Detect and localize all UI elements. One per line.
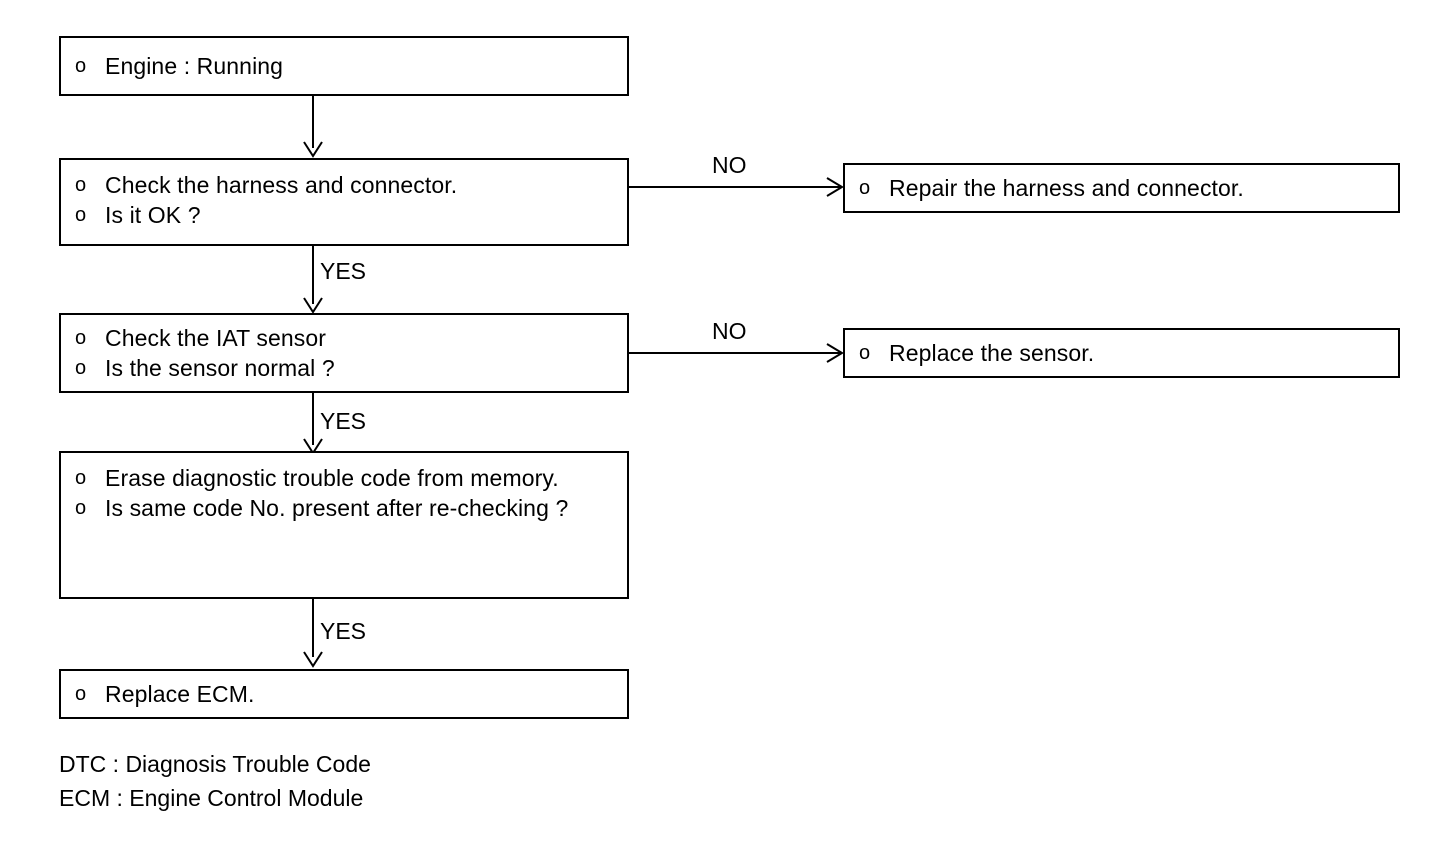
legend-ecm: ECM : Engine Control Module (59, 785, 364, 811)
connector-harness-no (629, 186, 841, 188)
flow-box-text: Is same code No. present after re-checki… (105, 495, 569, 521)
flow-box-text: Check the IAT sensor (105, 325, 327, 351)
flow-box-check-harness[interactable]: o Check the harness and connector. o Is … (59, 158, 629, 246)
flow-box-text: Engine : Running (105, 53, 284, 79)
flow-box-text: Is the sensor normal ? (105, 355, 335, 381)
flow-box-engine-running[interactable]: o Engine : Running (59, 36, 629, 96)
box-line: o Is the sensor normal ? (61, 353, 627, 383)
box-line: o Check the harness and connector. (61, 170, 627, 200)
arrowhead-right-2 (826, 343, 844, 363)
flow-box-replace-ecm[interactable]: o Replace ECM. (59, 669, 629, 719)
bullet-marker: o (75, 174, 87, 196)
flow-box-text: Replace ECM. (105, 681, 255, 707)
flow-box-erase-dtc[interactable]: o Erase diagnostic trouble code from mem… (59, 451, 629, 599)
box-line: o Erase diagnostic trouble code from mem… (61, 463, 627, 493)
flow-box-replace-sensor[interactable]: o Replace the sensor. (843, 328, 1400, 378)
edge-label-no-2: NO (712, 318, 747, 344)
flow-box-repair-harness[interactable]: o Repair the harness and connector. (843, 163, 1400, 213)
connector-harness-to-iat (312, 246, 314, 304)
flow-box-text: Is it OK ? (105, 202, 201, 228)
bullet-marker: o (75, 204, 87, 226)
bullet-marker: o (75, 327, 87, 349)
connector-iat-no (629, 352, 841, 354)
flow-box-text: Repair the harness and connector. (889, 175, 1244, 201)
bullet-marker: o (75, 357, 87, 379)
arrowhead-right-1 (826, 177, 844, 197)
edge-label-yes-2: YES (320, 408, 367, 434)
bullet-marker: o (859, 177, 871, 199)
box-line: o Is it OK ? (61, 200, 627, 230)
bullet-marker: o (75, 55, 87, 77)
bullet-marker: o (75, 467, 87, 489)
box-line: o Replace ECM. (61, 679, 627, 709)
edge-label-no-1: NO (712, 152, 747, 178)
arrowhead-down-4 (303, 651, 323, 668)
box-line: o Repair the harness and connector. (845, 173, 1398, 203)
bullet-marker: o (75, 497, 87, 519)
flow-box-text: Replace the sensor. (889, 340, 1095, 366)
edge-label-yes-1: YES (320, 258, 367, 284)
box-line: o Is same code No. present after re-chec… (61, 493, 627, 523)
edge-label-yes-3: YES (320, 618, 367, 644)
bullet-marker: o (859, 342, 871, 364)
arrowhead-down-1 (303, 141, 323, 158)
flow-box-text: Check the harness and connector. (105, 172, 458, 198)
connector-engine-to-harness (312, 96, 314, 148)
bullet-marker: o (75, 683, 87, 705)
flow-box-text: Erase diagnostic trouble code from memor… (105, 465, 559, 491)
box-line: o Replace the sensor. (845, 338, 1398, 368)
box-line: o Check the IAT sensor (61, 323, 627, 353)
legend-dtc: DTC : Diagnosis Trouble Code (59, 751, 371, 777)
connector-erase-to-ecm (312, 599, 314, 657)
connector-iat-to-erase (312, 393, 314, 445)
arrowhead-down-2 (303, 297, 323, 314)
flow-box-check-iat-sensor[interactable]: o Check the IAT sensor o Is the sensor n… (59, 313, 629, 393)
box-line: o Engine : Running (61, 51, 627, 81)
